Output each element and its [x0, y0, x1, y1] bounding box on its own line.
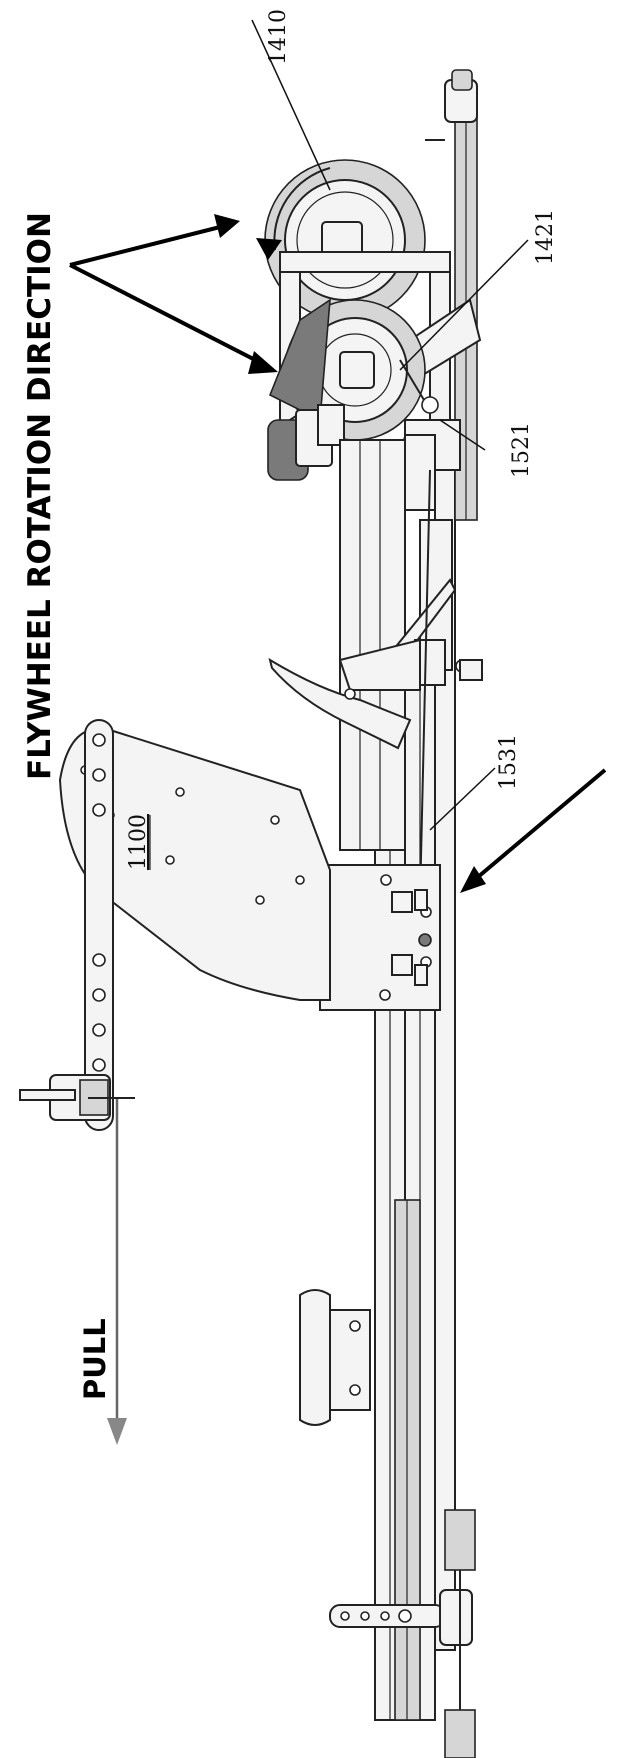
upper-frame-tube [339, 439, 406, 851]
pull-arrow [107, 1098, 127, 1445]
ref-1521: 1521 [509, 422, 534, 478]
pull-label: PULL [78, 1318, 112, 1400]
title-arrows [69, 214, 278, 374]
ref-1100: 1100 [126, 814, 151, 870]
front-foot [425, 69, 478, 141]
handle-bracket [268, 657, 412, 750]
reference-leaders [251, 19, 529, 831]
tensioner-arm [399, 359, 461, 511]
resistance-knob [267, 404, 345, 481]
pull-handle [19, 1074, 135, 1121]
carriage-arrow [460, 768, 607, 893]
drive-belt [419, 469, 431, 901]
flywheel-rotation-direction-title: FLYWHEEL ROTATION DIRECTION [22, 212, 58, 780]
ref-1421: 1421 [533, 209, 558, 265]
front-support [338, 638, 421, 691]
pulley-wheel [268, 298, 426, 441]
seat-carriage-plate [319, 864, 441, 1011]
seat [299, 1289, 371, 1426]
ref-1410: 1410 [266, 9, 291, 65]
main-rail [374, 99, 478, 1721]
ref-1531: 1531 [496, 734, 521, 790]
adjustment-bar [84, 719, 114, 1131]
rear-foot [329, 1509, 476, 1758]
